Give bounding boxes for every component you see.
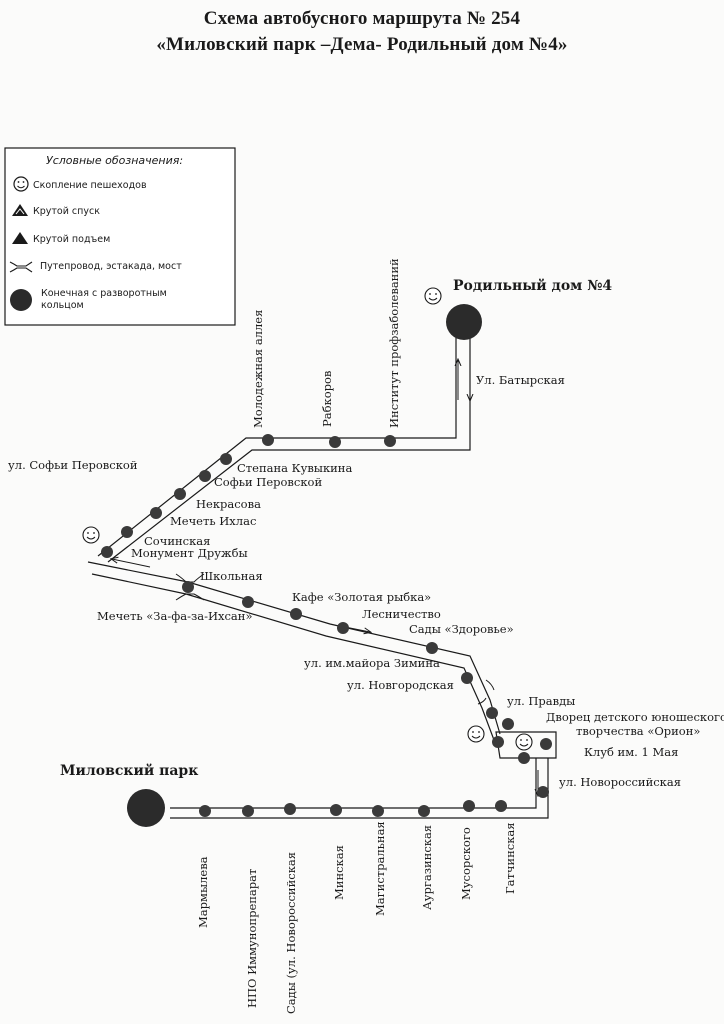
stop-label-rabkorov: Рабкоров	[320, 371, 334, 427]
stop-marker	[372, 805, 384, 817]
stop-label-mechet-zafa: Мечеть «За-фа-за-Ихсан»	[97, 609, 252, 623]
stop-marker	[121, 526, 133, 538]
stop-label-dvorets-line2: творчества «Орион»	[576, 724, 700, 738]
stop-label-klub: Клуб им. 1 Мая	[584, 745, 678, 759]
legend-label-overpass: Путепровод, эстакада, мост	[40, 261, 182, 272]
stop-label-stepana: Степана Кувыкина	[237, 461, 352, 475]
stop-markers	[101, 434, 552, 817]
street-label-batyrskaya: Ул. Батырская	[476, 373, 565, 387]
stop-label-mechet-ikhlas: Мечеть Ихлас	[170, 514, 256, 528]
legend-label-pedestrians: Скопление пешеходов	[33, 180, 147, 191]
smiley-icon	[13, 176, 29, 192]
stop-marker	[174, 488, 186, 500]
overpass-icon	[477, 679, 495, 705]
stop-marker	[418, 805, 430, 817]
terminal-label-start: Миловский парк	[60, 762, 198, 779]
legend-frame	[4, 147, 236, 326]
stop-label-zimina: ул. им.майора Зимина	[304, 656, 440, 670]
terminal-milovsky-park	[127, 789, 165, 827]
stop-label-kafe: Кафе «Золотая рыбка»	[292, 590, 431, 604]
legend: Условные обозначения: Скопление пешеходо…	[4, 147, 236, 326]
stop-label-monument: Монумент Дружбы	[131, 546, 248, 560]
legend-title: Условные обозначения:	[46, 154, 183, 167]
stop-label-institut: Институт профзаболеваний	[387, 258, 401, 428]
stop-label-novorossiyskaya: ул. Новороссийская	[559, 775, 681, 789]
page-subtitle: «Миловский парк –Дема- Родильный дом №4»	[156, 34, 568, 55]
route-line-outer-bottom	[170, 758, 537, 809]
route-line-inner-middle	[91, 573, 495, 741]
stop-marker	[330, 804, 342, 816]
stop-marker	[290, 608, 302, 620]
stop-label-marmyleva: Мармылева	[196, 856, 210, 928]
stop-marker	[199, 805, 211, 817]
stop-marker	[242, 805, 254, 817]
stop-marker	[262, 434, 274, 446]
stop-label-lesnichestvo: Лесничество	[362, 607, 441, 621]
stop-marker	[537, 786, 549, 798]
stop-marker	[486, 707, 498, 719]
stop-marker	[518, 752, 530, 764]
legend-label-descent: Крутой спуск	[33, 206, 100, 217]
stop-marker	[463, 800, 475, 812]
overpass-icon	[9, 261, 33, 273]
stop-marker	[426, 642, 438, 654]
terminal-loop-icon	[10, 289, 32, 311]
steep-descent-icon	[12, 204, 28, 216]
stop-marker	[182, 581, 194, 593]
stop-marker	[150, 507, 162, 519]
stop-label-musorskogo: Мусорского	[459, 827, 473, 900]
stop-marker	[101, 546, 113, 558]
stop-marker	[502, 718, 514, 730]
stop-marker	[384, 435, 396, 447]
route-line-inner-top	[107, 336, 471, 563]
route-line-loop	[495, 731, 557, 759]
smiley-icon	[82, 526, 100, 544]
smiley-icon	[424, 287, 442, 305]
legend-label-ascent: Крутой подъем	[33, 234, 110, 245]
stop-marker	[220, 453, 232, 465]
stop-marker	[199, 470, 211, 482]
stop-label-npo: НПО Иммунопрепарат	[245, 869, 259, 1008]
stop-marker	[492, 736, 504, 748]
arrow-west	[112, 559, 151, 568]
stop-marker	[495, 800, 507, 812]
stop-label-novgorodskaya: ул. Новгородская	[347, 678, 454, 692]
stop-marker	[242, 596, 254, 608]
stop-label-avrgazinskaya: Аургазинская	[420, 825, 434, 910]
stop-marker	[461, 672, 473, 684]
route-line-inner-bottom	[170, 758, 549, 819]
stop-label-sady-zdorovye: Сады «Здоровье»	[409, 622, 514, 636]
smiley-icon	[515, 733, 533, 751]
stop-label-molodezhnaya: Молодежная аллея	[251, 310, 265, 428]
stop-marker	[540, 738, 552, 750]
stop-marker	[284, 803, 296, 815]
stop-label-sady-novoross: Сады (ул. Новороссийская	[284, 852, 298, 1014]
stop-label-magistralnaya: Магистральная	[373, 821, 387, 916]
stop-label-gatchinskaya: Гатчинская	[503, 822, 517, 894]
stop-marker	[337, 622, 349, 634]
smiley-icon	[467, 725, 485, 743]
terminal-rodilny-dom	[446, 304, 482, 340]
street-label-sofya: ул. Софьи Перовской	[8, 458, 138, 472]
stop-label-sochinskaya: Сочинская	[144, 534, 210, 548]
stop-label-dvorets-line1: Дворец детского юношеского	[546, 710, 724, 724]
stop-label-pravdy: ул. Правды	[507, 694, 575, 708]
route-line-outer-top	[97, 336, 457, 557]
terminal-label-end: Родильный дом №4	[453, 277, 612, 294]
steep-ascent-icon	[12, 232, 28, 244]
route-line-outer-middle	[87, 561, 501, 735]
stop-marker	[329, 436, 341, 448]
stop-label-sofyi: Софьи Перовской	[214, 475, 322, 489]
page-title: Схема автобусного маршрута № 254	[203, 8, 521, 29]
stop-label-nekrasova: Некрасова	[196, 497, 261, 511]
stop-label-minskaya: Минская	[332, 845, 346, 900]
stop-label-shkolnaya: Школьная	[200, 569, 263, 583]
legend-label-terminal: Конечная с разворотным кольцом	[41, 288, 170, 311]
